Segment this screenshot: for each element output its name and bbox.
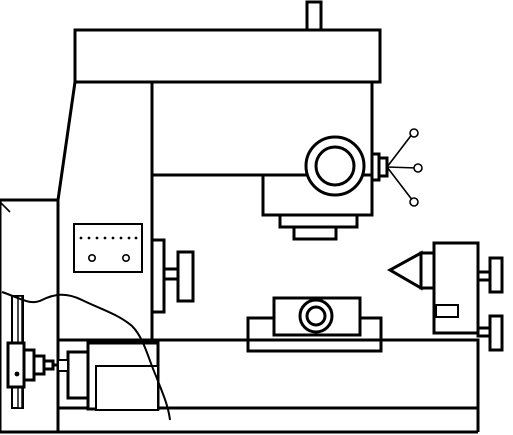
- panel-indicator-dots: [79, 236, 138, 240]
- control-knobs: [387, 129, 422, 206]
- motor-pulley-assembly: [0, 200, 68, 432]
- tailstock: [390, 243, 478, 333]
- crank-wheel: [152, 240, 193, 312]
- control-panel: [74, 224, 142, 272]
- top-spindle-stub: [307, 2, 321, 30]
- spindle-hub: [306, 137, 387, 195]
- tailstock-handwheels: [478, 258, 502, 350]
- upper-housing: [75, 30, 380, 82]
- cutaway-line: [2, 292, 170, 420]
- table-chuck: [300, 300, 332, 332]
- drive-housing: [68, 343, 158, 410]
- machine-table: [248, 298, 381, 351]
